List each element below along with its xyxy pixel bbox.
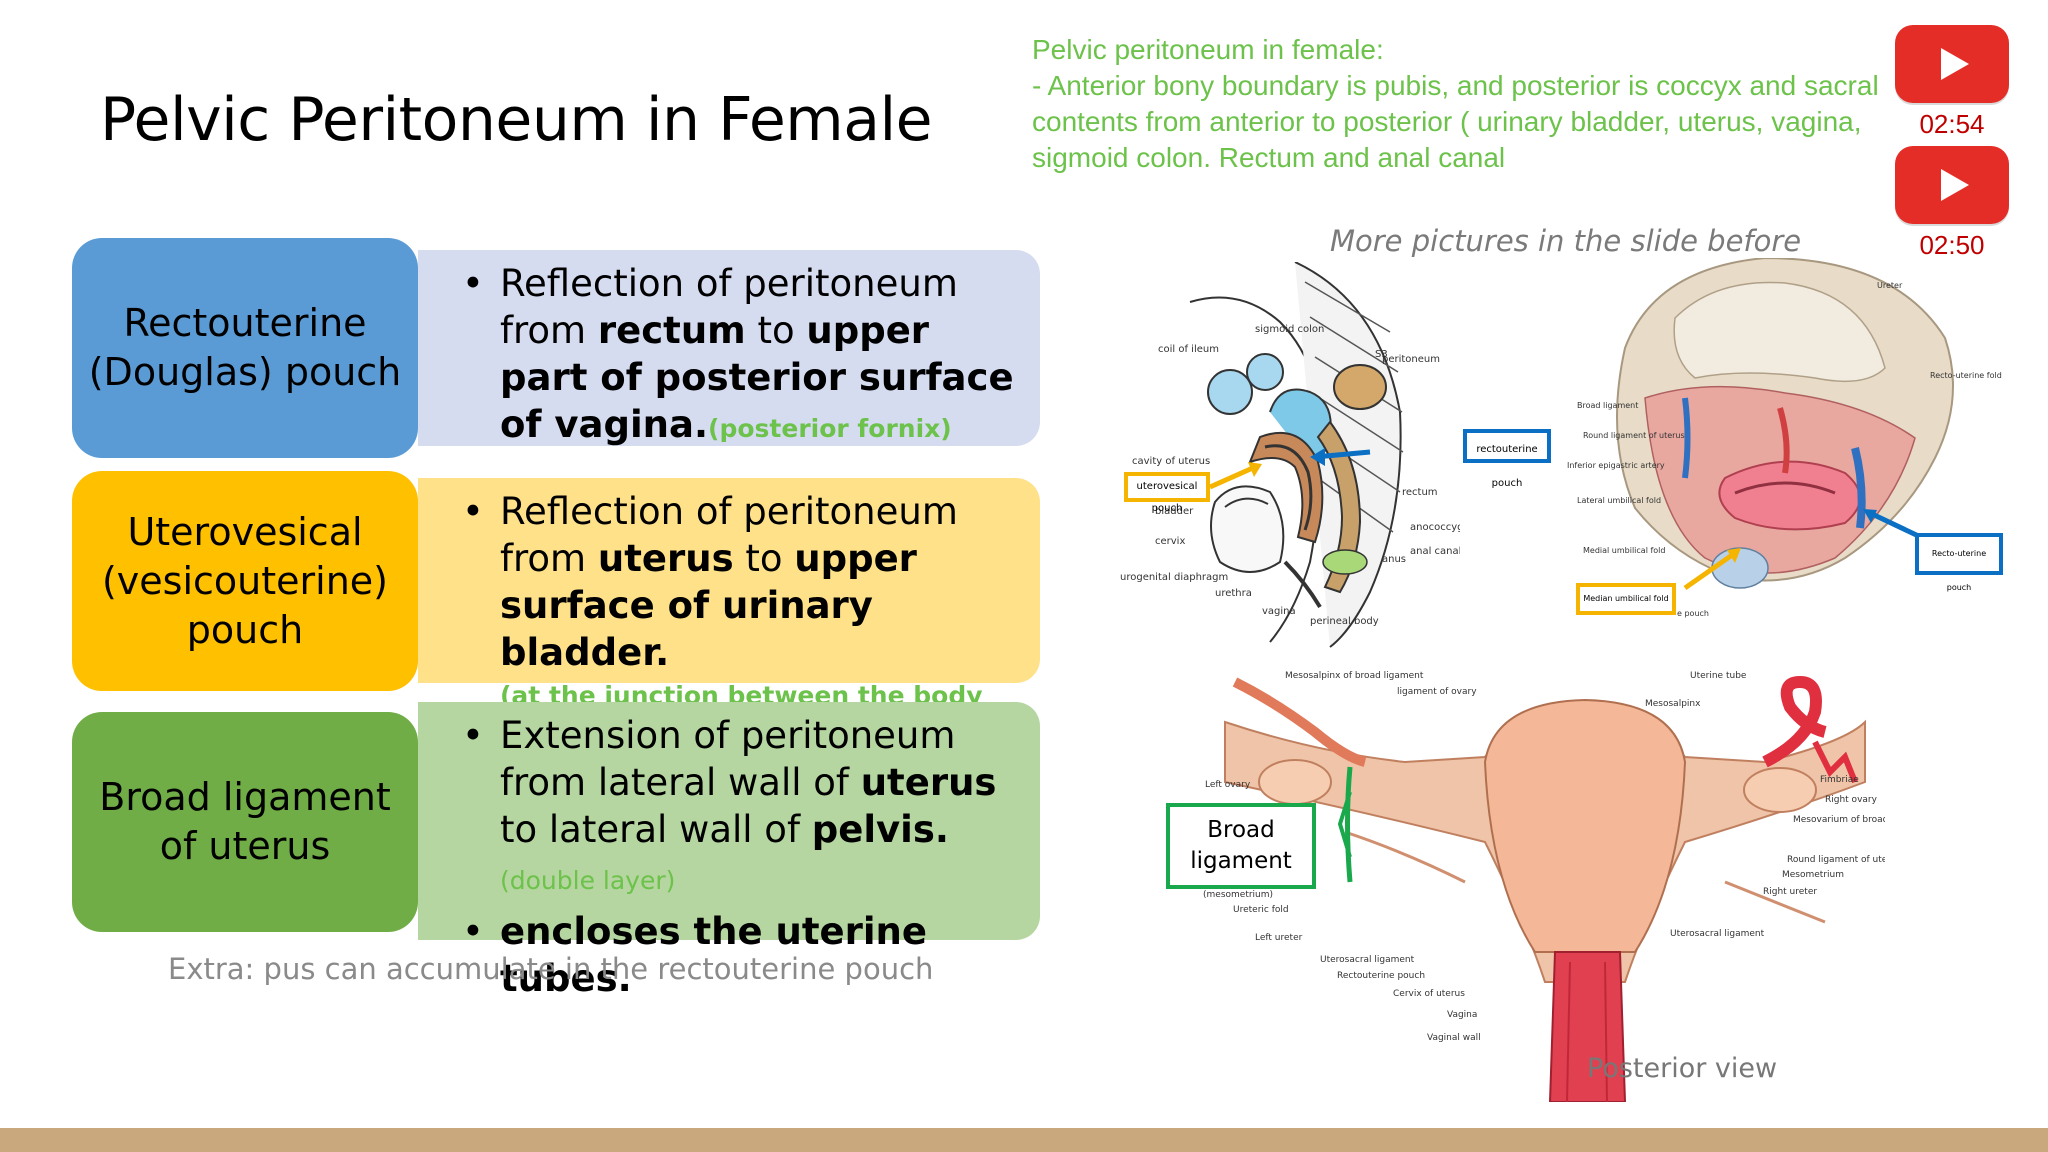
fig2-label: Medial umbilical fold (1583, 546, 1665, 555)
fig3-label: Cervix of uterus (1393, 989, 1465, 999)
video-link-2[interactable]: 02:50 (1895, 146, 2009, 261)
fig3-label: Left ovary (1205, 780, 1251, 790)
green-note: (posterior fornix) (708, 414, 952, 443)
sagittal-section-figure: coil of ileum sigmoid colon S3 peritoneu… (1120, 262, 1460, 652)
rectouterine-pouch-term: Rectouterine (Douglas) pouch (72, 238, 418, 458)
uterovesical-pouch-highlight: uterovesical pouch (1124, 472, 1210, 514)
fig1-label: anus (1382, 554, 1406, 565)
broad-ligament-description: Extension of peritoneum from lateral wal… (418, 702, 1040, 1000)
youtube-play-icon[interactable] (1895, 146, 2009, 224)
recto-uterine-pouch-highlight: Recto-uterine pouch (1915, 533, 2003, 592)
fig1-label: anal canal (1410, 546, 1460, 557)
more-pictures-caption: More pictures in the slide before (1330, 224, 1802, 258)
note-heading: Pelvic peritoneum in female: (1032, 34, 1384, 65)
uterus-posterior-figure: Mesosalpinx of broad ligament ligament o… (1203, 671, 1885, 1102)
fig3-label: Mesovarium of broad ligament (1793, 815, 1885, 825)
fig1-label: urogenital diaphragm (1120, 572, 1228, 583)
fig3-label: Uterosacral ligament (1320, 955, 1415, 965)
description-bullet: Extension of peritoneum from lateral wal… (458, 712, 1020, 904)
fig3-label: Right ureter (1763, 887, 1817, 897)
fig1-label: bladder (1155, 506, 1194, 517)
fig3-label: Mesosalpinx (1645, 699, 1701, 709)
fig1-label: sigmoid colon (1255, 324, 1324, 335)
fig2-label: e pouch (1677, 609, 1709, 618)
green-note: (double layer) (500, 866, 676, 895)
fig3-label: Mesometrium (1782, 870, 1844, 880)
broad-ligament-term: Broad ligament of uterus (72, 712, 418, 932)
fig3-label: Vaginal wall (1427, 1033, 1481, 1043)
pelvic-cavity-figure: Ureter Recto-uterine fold Broad ligament… (1567, 258, 2002, 618)
fig1-label: rectum (1402, 487, 1438, 498)
footer-bar (0, 1128, 2048, 1152)
video-timestamp: 02:54 (1919, 109, 1985, 139)
fig2-label: Inferior epigastric artery (1567, 461, 1665, 470)
note-body: - Anterior bony boundary is pubis, and p… (1032, 70, 1879, 173)
fig3-label: (mesometrium) (1203, 890, 1273, 900)
fig2-label: Broad ligament (1577, 401, 1638, 410)
fig3-label: Rectouterine pouch (1337, 971, 1425, 981)
fig3-label: ligament of ovary (1397, 687, 1477, 697)
uterovesical-pouch-term: Uterovesical (vesicouterine) pouch (72, 471, 418, 691)
fig1-label: urethra (1215, 588, 1252, 599)
fig3-label: Uterosacral ligament (1670, 929, 1765, 939)
fig3-label: Vagina (1447, 1010, 1477, 1020)
fig1-label: S3 (1375, 349, 1388, 360)
fig1-label: cervix (1155, 536, 1185, 547)
fig3-label: Round ligament of uteru (1787, 855, 1885, 865)
slide-title: Pelvic Peritoneum in Female (100, 85, 933, 155)
description-bullet: encloses the uterine tubes. (458, 908, 1020, 1002)
fig3-label: Mesosalpinx of broad ligament (1285, 671, 1424, 681)
youtube-play-icon[interactable] (1895, 25, 2009, 103)
uterovesical-description: Reflection of peritoneum from uterus to … (418, 478, 1040, 742)
posterior-view-caption: Posterior view (1587, 1053, 1778, 1084)
fig2-label: Round ligament of uterus (1583, 431, 1685, 440)
fig3-label: Left ureter (1255, 933, 1303, 943)
fig1-label: vagina (1262, 606, 1296, 617)
fig3-label: Uterine tube (1690, 671, 1747, 681)
median-umbilical-fold-highlight: Median umbilical fold (1576, 583, 1676, 615)
fig1-label: peritoneum (1382, 354, 1440, 365)
fig1-label: coil of ileum (1158, 344, 1219, 355)
fig1-label: cavity of uterus (1132, 456, 1210, 467)
fig1-label: perineal body (1310, 616, 1379, 627)
fig3-label: Ureteric fold (1233, 905, 1289, 915)
description-bullet: Reflection of peritoneum from uterus to … (458, 488, 1020, 676)
rectouterine-pouch-highlight: rectouterine pouch (1463, 429, 1551, 489)
fig3-label: Right ovary (1825, 795, 1878, 805)
fig3-label: Fimbriae (1820, 775, 1859, 785)
video-timestamp: 02:50 (1919, 230, 1985, 260)
fig2-label: Lateral umbilical fold (1577, 496, 1661, 505)
fig2-label: Recto-uterine fold (1930, 371, 2002, 380)
rectouterine-description: Reflection of peritoneum from rectum to … (418, 250, 1040, 446)
annotation-note: Pelvic peritoneum in female: - Anterior … (1032, 32, 1912, 176)
description-bullet: Reflection of peritoneum from rectum to … (458, 260, 1020, 452)
broad-ligament-highlight: Broad ligament (1166, 803, 1316, 889)
extra-note: Extra: pus can accumulate in the rectout… (168, 952, 934, 986)
fig2-label: Ureter (1877, 281, 1903, 290)
fig1-label: anococcygeal body (1410, 522, 1460, 533)
video-link-1[interactable]: 02:54 (1895, 25, 2009, 140)
